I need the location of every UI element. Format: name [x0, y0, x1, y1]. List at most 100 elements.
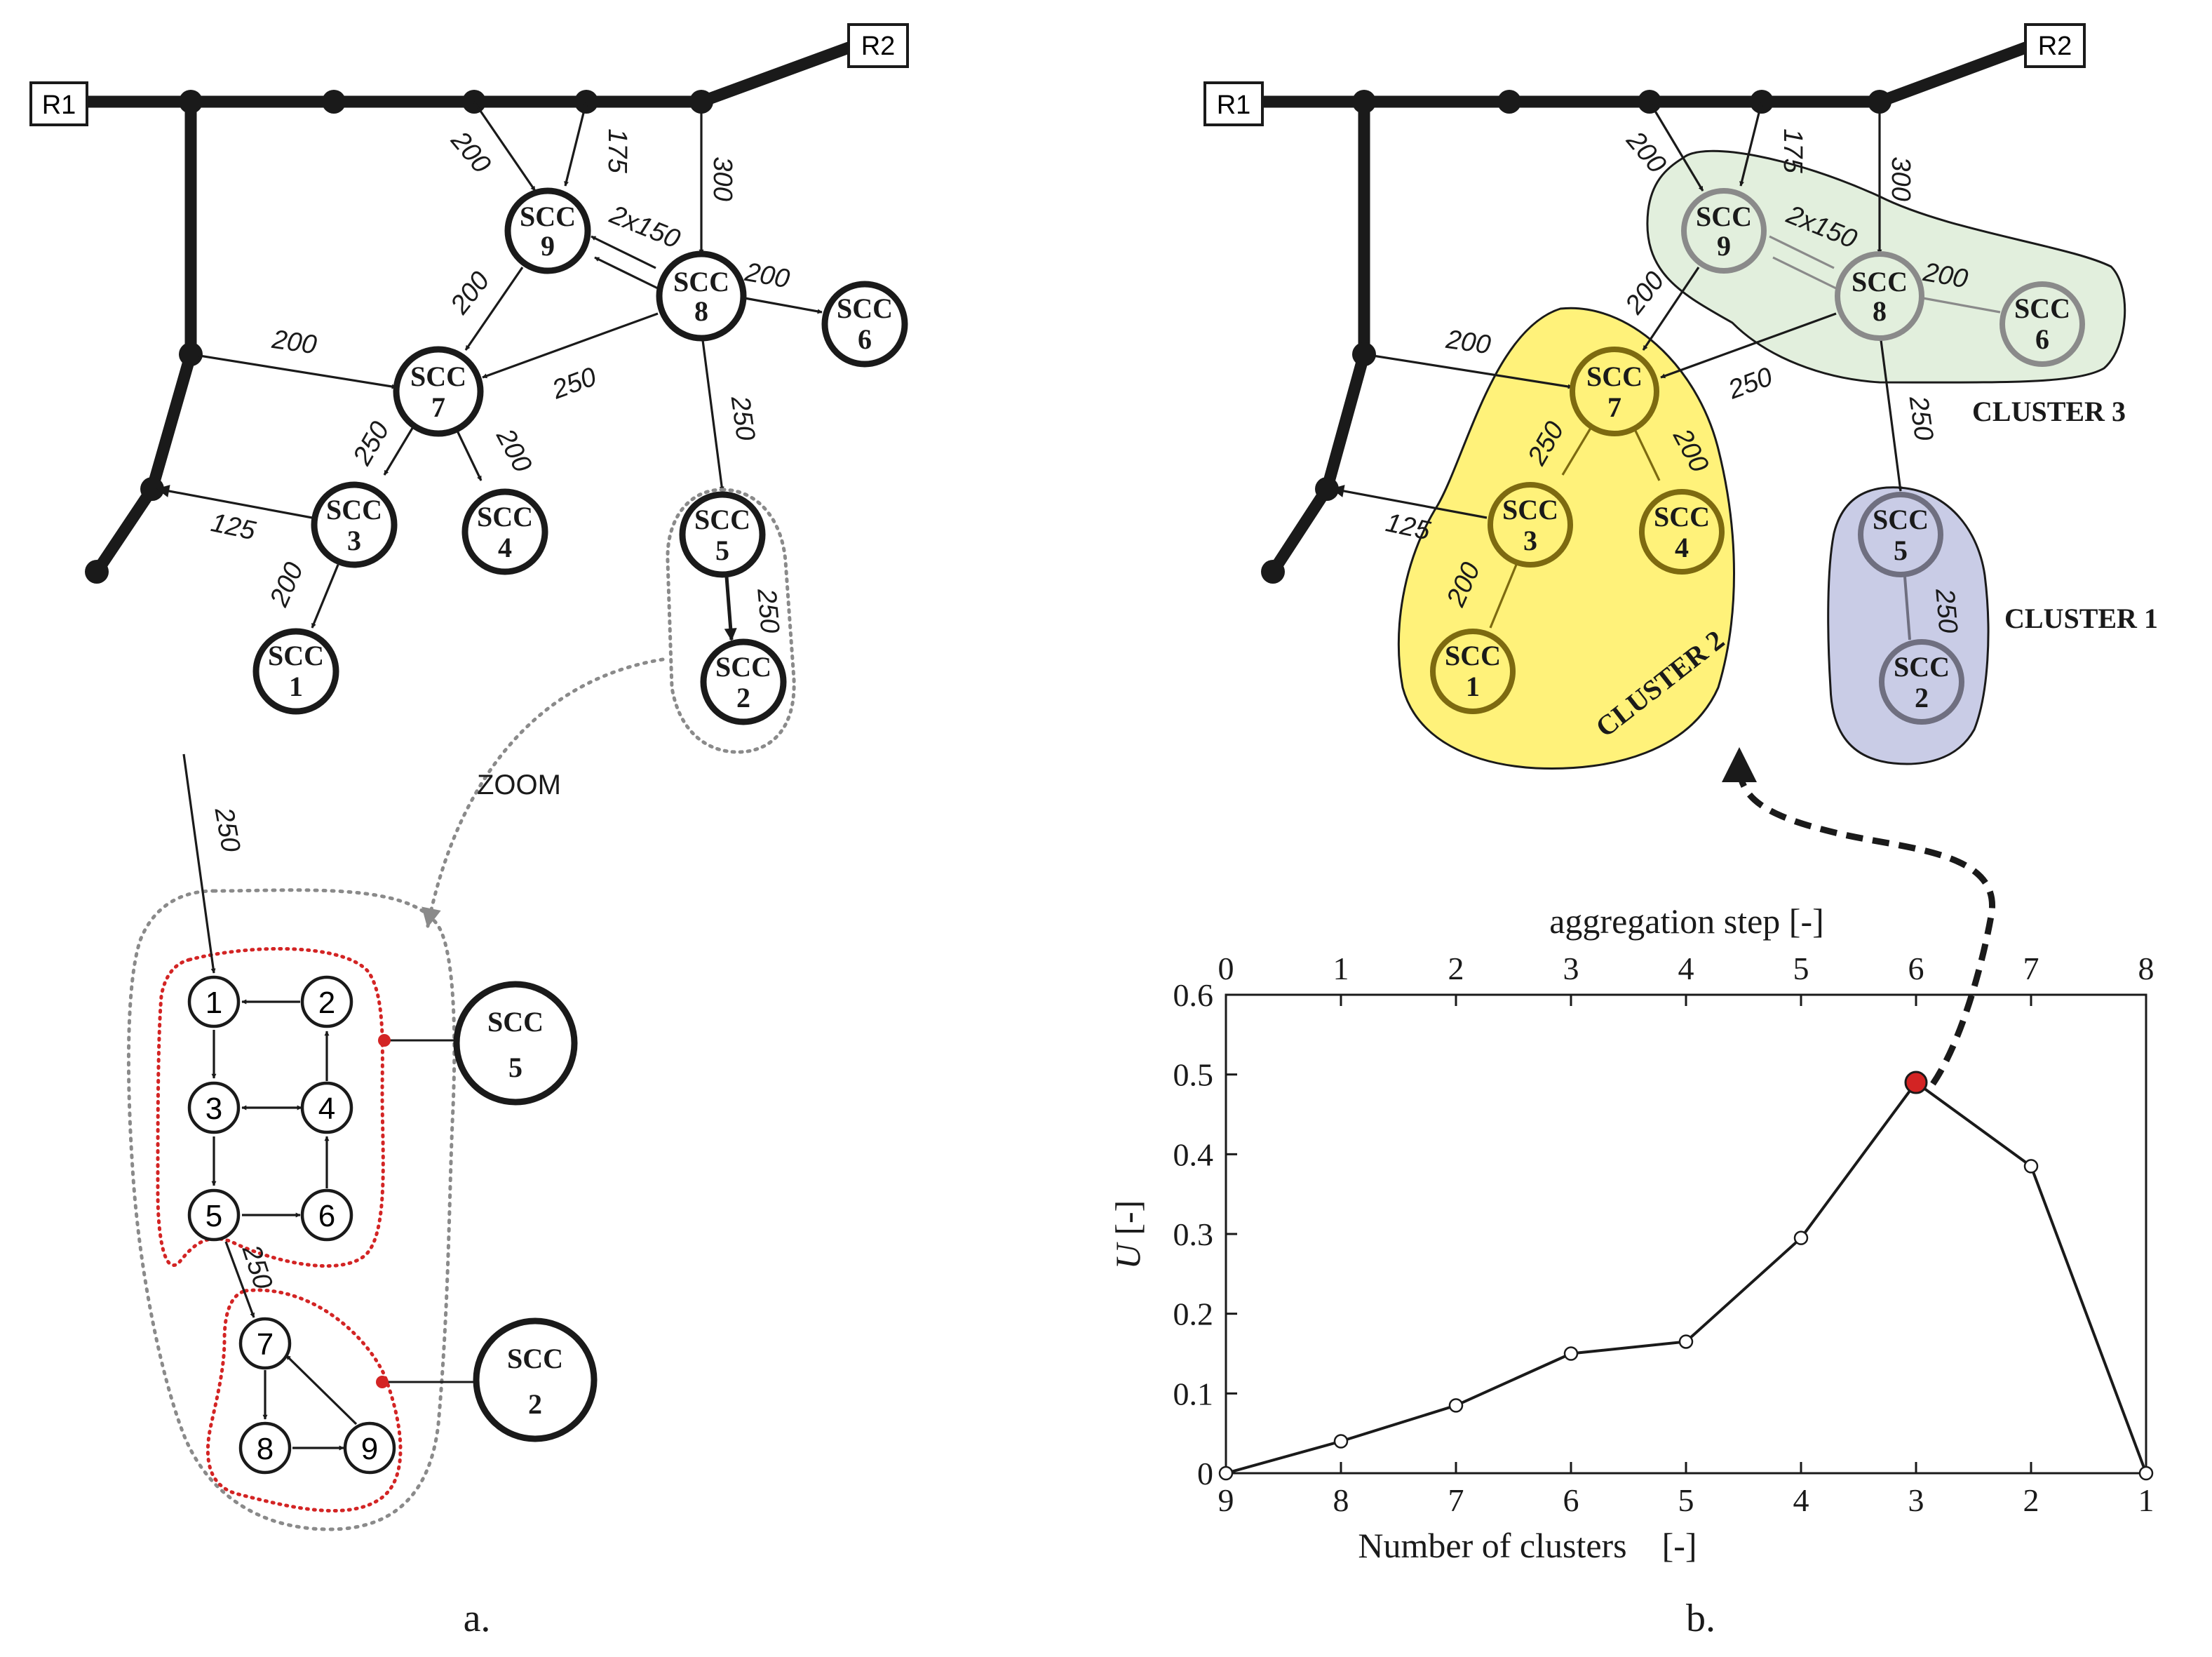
edge-scc8-scc5	[701, 340, 724, 492]
y-tick-label: 0.4	[1173, 1136, 1214, 1172]
svg-text:6: 6	[2035, 323, 2049, 355]
pipe-branch	[90, 95, 197, 578]
edge-scc8-scc7	[1660, 312, 1837, 379]
edge-scc8-scc6	[1922, 297, 2001, 314]
edge-label: 200	[742, 257, 792, 295]
x-tick-label: 3	[1908, 1482, 1924, 1518]
junction	[322, 90, 346, 114]
svg-text:3: 3	[1523, 525, 1537, 556]
edge-label: 200	[445, 126, 497, 179]
cluster-1-label: CLUSTER 1	[2004, 603, 2158, 634]
y-axis: 00.10.20.30.40.50.6	[1173, 977, 1237, 1491]
edge-label: 2x150	[605, 200, 684, 255]
x2-tick-label: 6	[1908, 951, 1924, 986]
edge-pipe-scc9	[1648, 101, 1704, 192]
zoom-arrow	[422, 657, 665, 928]
edge-label: 250	[1724, 362, 1776, 405]
svg-text:SCC: SCC	[715, 651, 771, 683]
x-tick-label: 4	[1793, 1482, 1809, 1518]
svg-text:4: 4	[1675, 532, 1689, 563]
x-tick-label: 1	[2138, 1482, 2154, 1518]
svg-text:SCC: SCC	[1502, 494, 1558, 525]
x-tick-label: 5	[1678, 1482, 1694, 1518]
cluster-3-edges	[1769, 235, 2001, 314]
zoom-node-2: 2	[300, 975, 353, 1028]
edge-scc7-scc4	[454, 427, 483, 481]
edge-scc7-scc3	[1561, 425, 1593, 476]
svg-text:SCC: SCC	[673, 266, 729, 297]
edge-pipe-scc9	[473, 101, 537, 192]
svg-text:2: 2	[318, 986, 335, 1020]
edge-scc5-scc2	[1903, 576, 1911, 640]
zoom-node-6: 6	[300, 1188, 353, 1242]
edge-pipe-scc7	[1363, 353, 1573, 389]
edge-scc8-scc9	[594, 256, 660, 290]
svg-text:1: 1	[289, 671, 303, 702]
zoom-node-4: 4	[300, 1081, 353, 1134]
data-point	[1448, 1398, 1464, 1413]
svg-text:7: 7	[257, 1327, 274, 1362]
svg-text:8: 8	[694, 295, 708, 327]
svg-text:SCC: SCC	[2014, 293, 2070, 324]
edge-scc8-scc9	[591, 235, 656, 269]
x2-axis-title: aggregation step [-]	[1549, 901, 1824, 941]
cluster-3-label: CLUSTER 3	[1972, 396, 2126, 427]
x-tick-label: 2	[2023, 1482, 2039, 1518]
zoom-group-scc5-outline	[156, 946, 385, 1268]
edge-scc3-scc1	[1489, 564, 1518, 629]
svg-text:SCC: SCC	[520, 201, 576, 232]
data-point	[1793, 1230, 1809, 1245]
caption-a: a.	[464, 1597, 491, 1640]
svg-text:6: 6	[858, 323, 872, 355]
series-points	[1218, 1071, 2154, 1481]
svg-text:SCC: SCC	[1852, 266, 1908, 297]
svg-text:8: 8	[257, 1432, 274, 1466]
svg-text:7: 7	[1607, 391, 1621, 423]
pipe-branch	[1267, 95, 1370, 578]
svg-text:2: 2	[736, 682, 750, 713]
x-axis-title: Number of clusters [-]	[1358, 1526, 1697, 1565]
edge-label: 175	[1778, 128, 1807, 173]
y-tick-label: 0.6	[1173, 977, 1214, 1013]
svg-text:SCC: SCC	[1873, 504, 1929, 535]
x2-tick-label: 5	[1793, 951, 1809, 986]
svg-text:5: 5	[715, 535, 729, 566]
svg-text:SCC: SCC	[1696, 201, 1752, 232]
plot-frame	[1225, 993, 2147, 1475]
zoom-edge-5-7	[224, 1241, 255, 1318]
x2-tick-label: 3	[1563, 951, 1579, 986]
zoom-group-scc2-outline	[205, 1288, 403, 1512]
x-tick-label: 8	[1333, 1482, 1349, 1518]
svg-text:SCC: SCC	[1445, 640, 1501, 671]
junction	[85, 560, 109, 584]
data-point	[2138, 1465, 2154, 1481]
zoom-node-5: 5	[187, 1188, 241, 1242]
reservoir-r2: R2	[847, 23, 909, 68]
zoom-node-9: 9	[343, 1421, 396, 1475]
svg-text:3: 3	[347, 525, 361, 556]
edge-label: 200	[1619, 267, 1671, 321]
edge-label: 250	[1903, 394, 1939, 443]
reservoir-r1: R1	[1203, 81, 1264, 126]
x2-tick-label: 4	[1678, 951, 1694, 986]
edge-scc9-scc7	[1642, 267, 1700, 351]
edge-label: 300	[708, 156, 737, 201]
reservoir-label: R1	[42, 90, 76, 120]
edge-label: 250	[725, 394, 761, 443]
zoom-inflow-edge	[182, 753, 216, 974]
svg-text:2: 2	[1915, 682, 1929, 713]
data-point	[1563, 1346, 1579, 1361]
connector-dot	[376, 1376, 389, 1388]
